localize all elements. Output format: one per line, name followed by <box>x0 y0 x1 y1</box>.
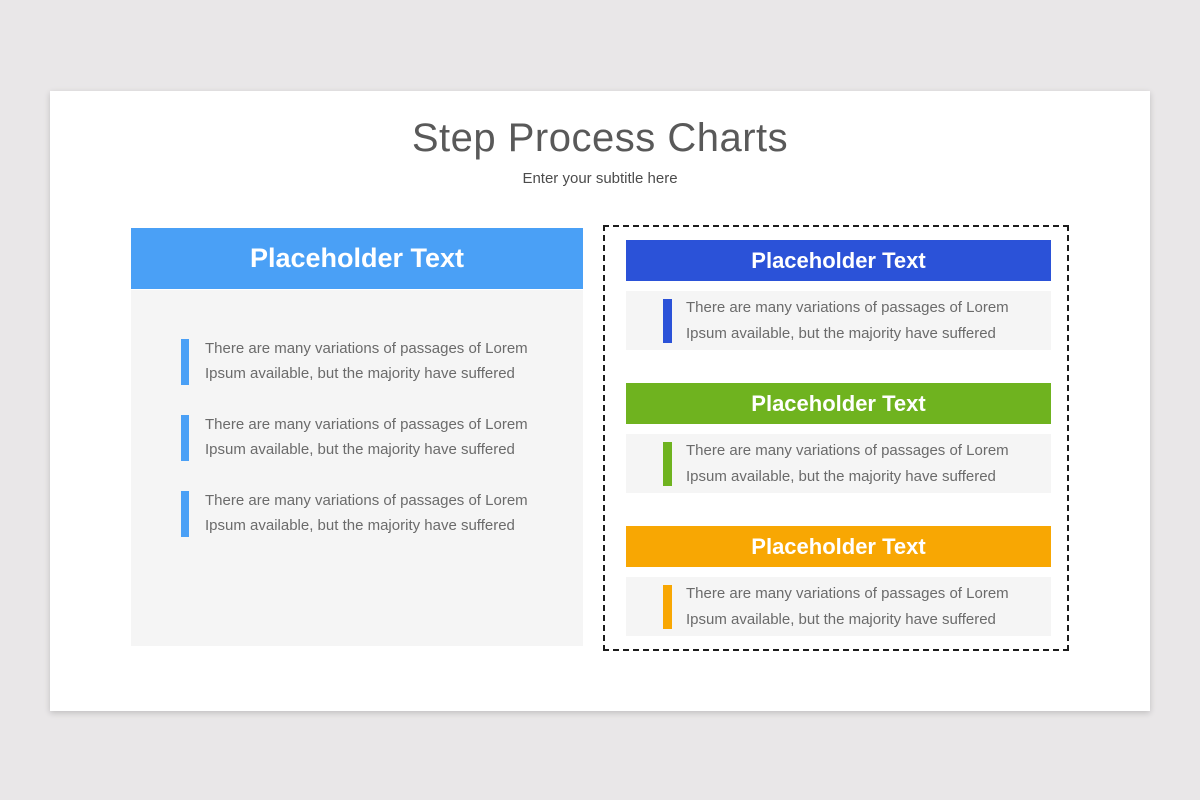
accent-bar <box>663 584 672 629</box>
list-item-text: There are many variations of passages of… <box>205 336 528 386</box>
left-panel-header: Placeholder Text <box>131 228 583 289</box>
step-body-line2: Ipsum available, but the majority have s… <box>686 324 996 342</box>
list-item: There are many variations of passages of… <box>181 412 555 462</box>
accent-bar <box>663 298 672 343</box>
list-item-text: There are many variations of passages of… <box>205 412 528 462</box>
accent-bar <box>663 441 672 486</box>
step-header-label: Placeholder Text <box>751 533 926 559</box>
left-step-panel: Placeholder Text There are many variatio… <box>131 228 583 646</box>
slide-subtitle: Enter your subtitle here <box>522 170 678 187</box>
step-body-text: There are many variations of passages of… <box>686 295 1009 347</box>
step-header-label: Placeholder Text <box>751 390 926 416</box>
step-body-line1: There are many variations of passages of… <box>686 298 1009 316</box>
left-panel-body: There are many variations of passages of… <box>131 290 583 646</box>
step-body-line1: There are many variations of passages of… <box>686 441 1009 459</box>
list-item-line1: There are many variations of passages of… <box>205 416 528 433</box>
step-header: Placeholder Text <box>626 383 1051 424</box>
step-section-1: Placeholder Text There are many variatio… <box>626 240 1051 350</box>
list-item-text: There are many variations of passages of… <box>205 488 528 538</box>
step-header: Placeholder Text <box>626 240 1051 281</box>
step-body-text: There are many variations of passages of… <box>686 581 1009 633</box>
step-body-text: There are many variations of passages of… <box>686 438 1009 490</box>
right-steps-container: Placeholder Text There are many variatio… <box>603 225 1069 651</box>
accent-bar <box>181 491 189 537</box>
step-header: Placeholder Text <box>626 526 1051 567</box>
list-item: There are many variations of passages of… <box>181 488 555 538</box>
step-section-2: Placeholder Text There are many variatio… <box>626 383 1051 493</box>
step-body-line2: Ipsum available, but the majority have s… <box>686 610 996 628</box>
left-panel-header-label: Placeholder Text <box>249 243 465 273</box>
list-item-line2: Ipsum available, but the majority have s… <box>205 441 515 458</box>
list-item-line2: Ipsum available, but the majority have s… <box>205 365 515 382</box>
accent-bar <box>181 415 189 461</box>
list-item-line2: Ipsum available, but the majority have s… <box>205 517 515 534</box>
list-item-line1: There are many variations of passages of… <box>205 340 528 357</box>
list-item-line1: There are many variations of passages of… <box>205 492 528 509</box>
list-item: There are many variations of passages of… <box>181 336 555 386</box>
step-body: There are many variations of passages of… <box>626 434 1051 493</box>
slide-title: Step Process Charts <box>411 116 789 160</box>
step-body: There are many variations of passages of… <box>626 291 1051 350</box>
slide-card: Step Process Charts Enter your subtitle … <box>50 91 1150 711</box>
step-body: There are many variations of passages of… <box>626 577 1051 636</box>
step-section-3: Placeholder Text There are many variatio… <box>626 526 1051 636</box>
accent-bar <box>181 339 189 385</box>
step-body-line1: There are many variations of passages of… <box>686 584 1009 602</box>
step-header-label: Placeholder Text <box>751 247 926 273</box>
step-body-line2: Ipsum available, but the majority have s… <box>686 467 996 485</box>
